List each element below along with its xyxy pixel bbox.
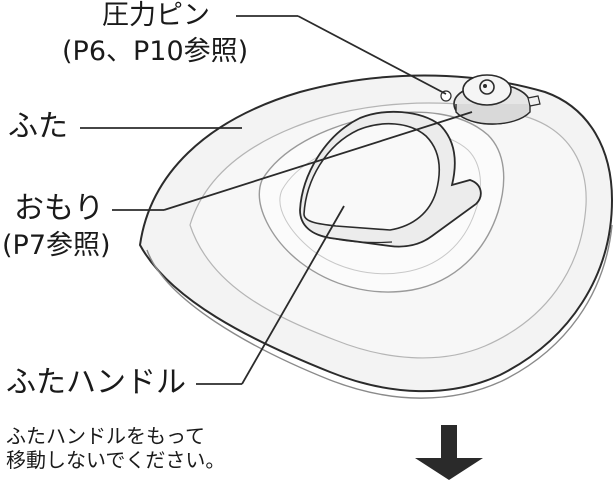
weight-part xyxy=(299,110,482,248)
leader-lines xyxy=(80,15,473,385)
pressure-pin-label: 圧力ピン xyxy=(102,0,210,31)
lid-handle-label: ふたハンドル xyxy=(6,365,186,400)
down-arrow-icon xyxy=(415,425,483,480)
leader-handle xyxy=(241,205,345,385)
leader-pressure-pin xyxy=(297,15,447,95)
weight-label: おもり xyxy=(14,191,104,226)
caution-note: ふたハンドルをもって 移動しないでください。 xyxy=(6,424,225,472)
caution-note-line1: ふたハンドルをもって xyxy=(6,424,205,448)
lid-label: ふた xyxy=(8,109,68,144)
weight-ref: (P7参照) xyxy=(2,230,111,261)
pressure-pin-valve xyxy=(440,74,541,125)
leader-weight xyxy=(163,111,473,211)
caution-note-line2: 移動しないでください。 xyxy=(6,448,226,472)
pressure-pin-ref: (P6、P10参照) xyxy=(62,36,249,67)
